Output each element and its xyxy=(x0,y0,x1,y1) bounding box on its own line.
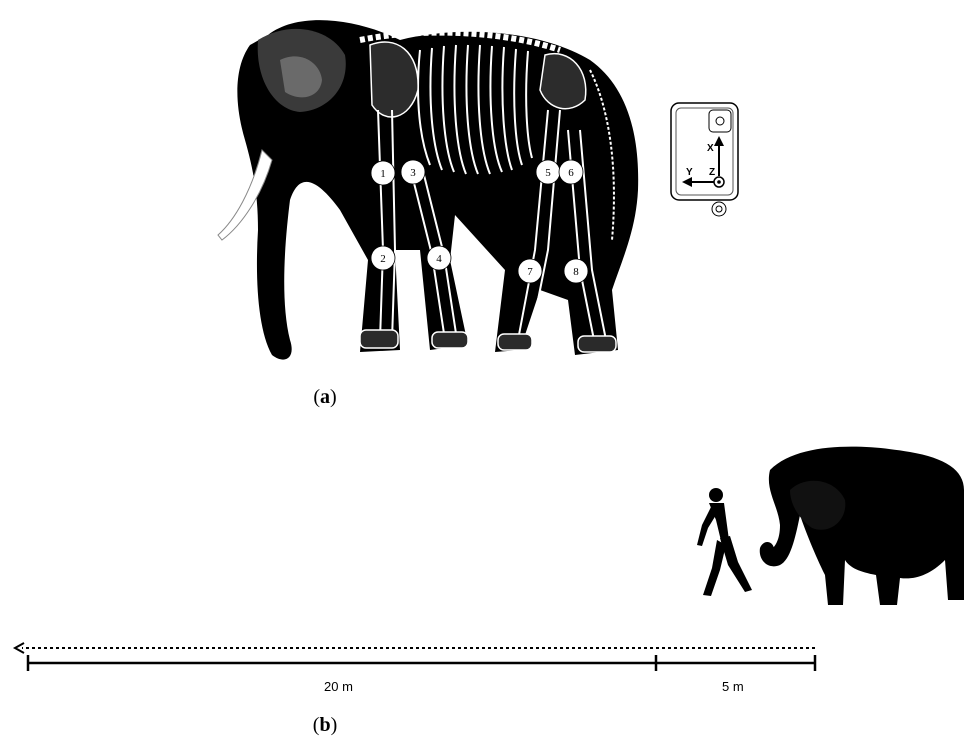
sensor-device-diagram: X Y Z xyxy=(671,103,738,216)
sensor-marker-6: 6 xyxy=(559,160,583,184)
walking-person-silhouette xyxy=(697,488,752,596)
distance-label-20m: 20 m xyxy=(324,679,353,694)
caption-a-letter: a xyxy=(320,386,330,408)
axis-label-y: Y xyxy=(686,167,693,178)
sensor-marker-label: 8 xyxy=(573,266,579,278)
sensor-marker-label: 3 xyxy=(410,167,416,179)
elephant-skeleton-illustration xyxy=(218,20,638,359)
axis-label-x: X xyxy=(707,143,714,154)
axis-label-z: Z xyxy=(709,167,715,178)
sensor-marker-3: 3 xyxy=(401,160,425,184)
distance-scale-bar xyxy=(28,655,815,671)
caption-panel-a: (a) xyxy=(265,386,385,409)
sensor-marker-4: 4 xyxy=(427,246,451,270)
sensor-marker-1: 1 xyxy=(371,161,395,185)
sensor-marker-8: 8 xyxy=(564,259,588,283)
sensor-marker-label: 7 xyxy=(527,266,533,278)
sensor-marker-7: 7 xyxy=(518,259,542,283)
sensor-marker-5: 5 xyxy=(536,160,560,184)
sensor-marker-label: 4 xyxy=(436,253,442,265)
sensor-marker-label: 5 xyxy=(545,167,551,179)
distance-label-5m: 5 m xyxy=(722,679,744,694)
sensor-marker-label: 2 xyxy=(380,253,386,265)
walking-direction-arrow xyxy=(15,643,815,653)
sensor-marker-label: 1 xyxy=(380,168,386,180)
elephant-silhouette xyxy=(760,447,964,605)
caption-b-letter: b xyxy=(319,714,330,736)
caption-panel-b: (b) xyxy=(265,714,385,737)
sensor-marker-2: 2 xyxy=(371,246,395,270)
sensor-marker-label: 6 xyxy=(568,167,574,179)
